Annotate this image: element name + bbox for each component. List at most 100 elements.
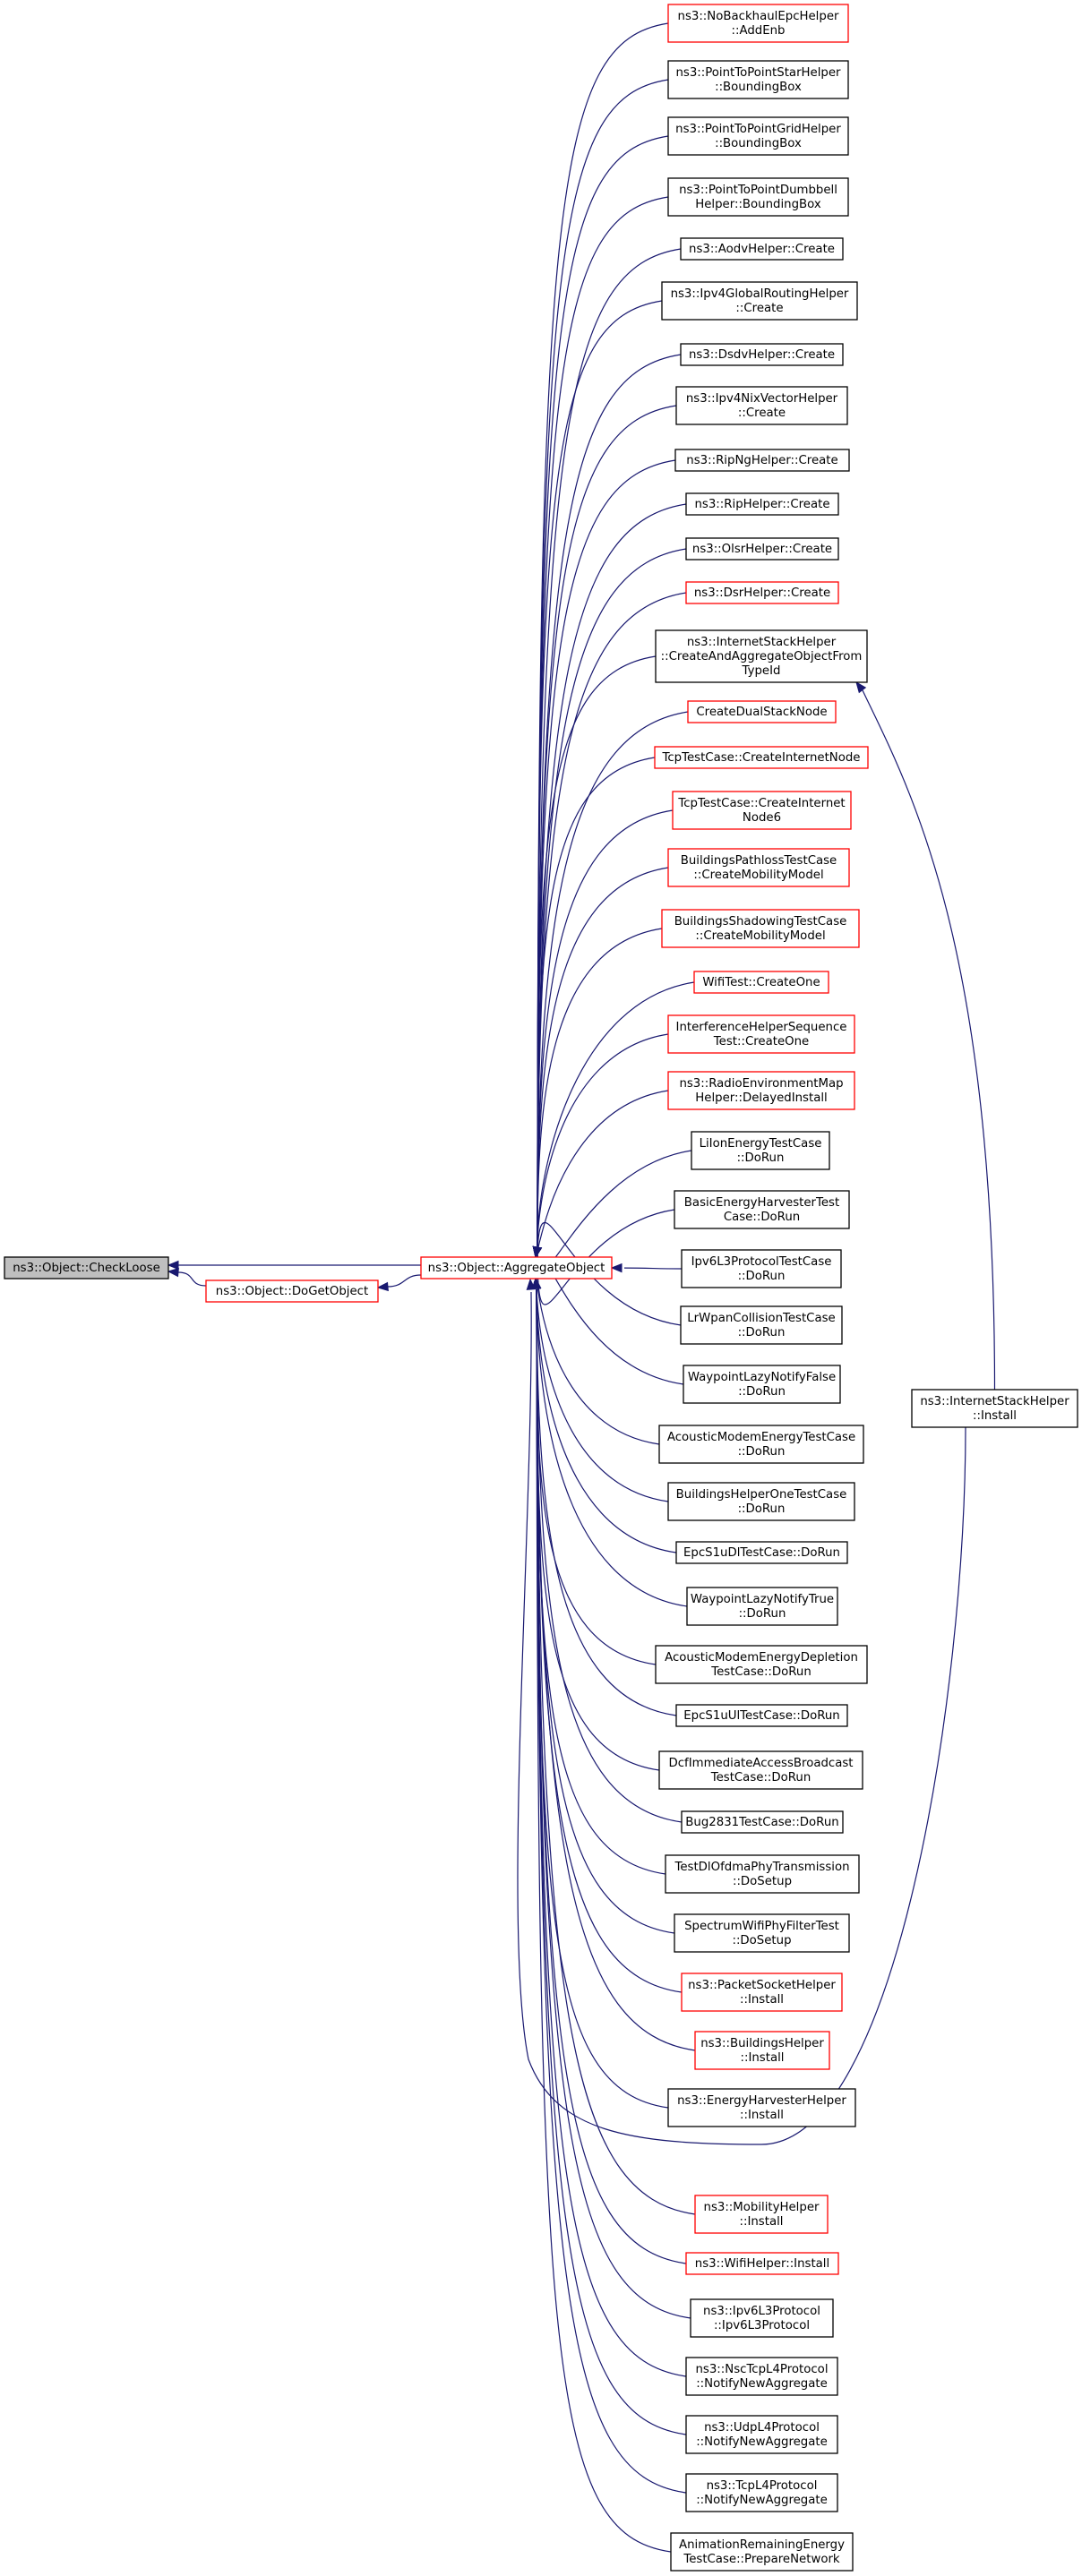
node-label-line: ::DoRun — [737, 1151, 785, 1165]
node-internetstack-createandaggregate[interactable]: ns3::InternetStackHelper::CreateAndAggre… — [655, 629, 868, 683]
node-label-line: ns3::TcpL4Protocol — [707, 2479, 818, 2493]
node-dsr-create[interactable]: ns3::DsrHelper::Create — [685, 581, 839, 604]
node-label-line: BuildingsPathlossTestCase — [681, 854, 837, 868]
node-acousticmodemenergydepletion-dorun[interactable]: AcousticModemEnergyDepletionTestCase::Do… — [655, 1645, 868, 1684]
node-checkloose[interactable]: ns3::Object::CheckLoose — [4, 1256, 169, 1279]
node-p2pdumbbell-boundingbox[interactable]: ns3::PointToPointDumbbellHelper::Boundin… — [667, 177, 849, 217]
edge-mobilityhelper-install-to-aggregateobject — [536, 1288, 696, 2215]
node-label-line: ns3::Ipv4GlobalRoutingHelper — [671, 287, 849, 301]
node-ripng-create[interactable]: ns3::RipNgHelper::Create — [674, 449, 850, 472]
node-box — [686, 1587, 838, 1626]
node-box — [675, 386, 848, 425]
nodes-layer: ns3::Object::CheckLoosens3::Object::DoGe… — [4, 4, 1078, 2572]
node-label-line: SpectrumWifiPhyFilterTest — [684, 1920, 839, 1933]
node-aggregateobject[interactable]: ns3::Object::AggregateObject — [420, 1256, 613, 1279]
node-dcfimmediateaccess-dorun[interactable]: DcfImmediateAccessBroadcastTestCase::DoR… — [658, 1750, 863, 1790]
edge-nobackhaul-addenb-to-aggregateobject — [537, 22, 669, 1247]
edge-ripng-create-to-aggregateobject — [537, 459, 676, 1247]
node-ipv6l3protocol-dorun[interactable]: Ipv6L3ProtocolTestCase::DoRun — [681, 1249, 842, 1288]
node-label-line: ::NotifyNewAggregate — [696, 2494, 828, 2507]
node-label-line: ns3::PointToPointGridHelper — [675, 123, 841, 136]
node-energyharvester-install[interactable]: ns3::EnergyHarvesterHelper::Install — [667, 2088, 856, 2127]
node-ipv4nixvector-create[interactable]: ns3::Ipv4NixVectorHelper::Create — [675, 386, 848, 425]
node-label-line: BuildingsShadowingTestCase — [674, 915, 847, 929]
node-label-line: WaypointLazyNotifyTrue — [691, 1593, 834, 1606]
node-interferencehelperseq-createone[interactable]: InterferenceHelperSequenceTest::CreateOn… — [667, 1014, 855, 1054]
edge-ipv6l3protocol-dorun-to-aggregateobject-arrowhead — [610, 1262, 623, 1273]
node-dogetobject[interactable]: ns3::Object::DoGetObject — [205, 1279, 379, 1303]
node-box — [693, 971, 829, 994]
node-label-line: AnimationRemainingEnergy — [679, 2538, 845, 2552]
node-box — [694, 2195, 829, 2234]
edge-aggregateobject-to-dogetobject — [387, 1274, 422, 1288]
node-p2pgrid-boundingbox[interactable]: ns3::PointToPointGridHelper::BoundingBox — [667, 116, 849, 156]
node-udpl4-notifynewaggregate[interactable]: ns3::UdpL4Protocol::NotifyNewAggregate — [685, 2415, 838, 2454]
node-ipv6l3protocol-ctor[interactable]: ns3::Ipv6L3Protocol::Ipv6L3Protocol — [690, 2298, 834, 2338]
node-createdualstacknode[interactable]: CreateDualStackNode — [687, 700, 837, 723]
node-waypointlazynotifytrue-dorun[interactable]: WaypointLazyNotifyTrue::DoRun — [686, 1587, 838, 1626]
node-label-line: LiIonEnergyTestCase — [700, 1137, 822, 1151]
node-rip-create[interactable]: ns3::RipHelper::Create — [685, 492, 839, 516]
node-epcs1uul-dorun[interactable]: EpcS1uUlTestCase::DoRun — [675, 1704, 848, 1727]
node-epcs1udl-dorun[interactable]: EpcS1uDlTestCase::DoRun — [675, 1541, 848, 1564]
node-box — [667, 60, 849, 99]
node-label-line: ::Create — [738, 407, 786, 420]
node-label-line: TcpTestCase::CreateInternet — [677, 797, 845, 810]
node-aodv-create[interactable]: ns3::AodvHelper::Create — [680, 237, 844, 261]
node-label-line: ns3::PacketSocketHelper — [688, 1979, 836, 1992]
node-acousticmodemenergy-dorun[interactable]: AcousticModemEnergyTestCase::DoRun — [658, 1425, 864, 1464]
node-label-line: ::BoundingBox — [715, 137, 802, 150]
edge-internetstackhelper-install-to-aggregateobject — [517, 1291, 966, 2145]
node-label-line: TestCase::DoRun — [710, 1771, 812, 1784]
node-label-line: ns3::DsdvHelper::Create — [689, 348, 835, 362]
node-label-line: ::DoSetup — [732, 1934, 791, 1947]
node-buildingshelper-install[interactable]: ns3::BuildingsHelper::Install — [694, 2031, 830, 2070]
node-box — [665, 1854, 860, 1894]
node-spectrumwifiphyfilter-dosetup[interactable]: SpectrumWifiPhyFilterTest::DoSetup — [674, 1913, 850, 1953]
node-label-line: ns3::InternetStackHelper — [687, 636, 837, 649]
node-tcpl4-notifynewaggregate[interactable]: ns3::TcpL4Protocol::NotifyNewAggregate — [685, 2473, 838, 2512]
node-nobackhaul-addenb[interactable]: ns3::NoBackhaulEpcHelper::AddEnb — [667, 4, 849, 43]
node-testdlofdmaphy-dosetup[interactable]: TestDlOfdmaPhyTransmission::DoSetup — [665, 1854, 860, 1894]
edge-rip-create-to-aggregateobject — [537, 503, 687, 1247]
node-label-line: ::Install — [973, 1409, 1017, 1423]
node-animationremainingenergy-preparenetwork[interactable]: AnimationRemainingEnergyTestCase::Prepar… — [670, 2532, 854, 2572]
node-box — [667, 177, 849, 217]
node-wifihelper-install[interactable]: ns3::WifiHelper::Install — [685, 2252, 839, 2275]
node-label-line: ::Ipv6L3Protocol — [714, 2319, 810, 2332]
edge-ipv6l3protocol-dorun-to-aggregateobject — [623, 1267, 683, 1270]
node-label-line: ns3::Object::CheckLoose — [13, 1262, 160, 1275]
node-radioenvmap-delayedinstall[interactable]: ns3::RadioEnvironmentMapHelper::DelayedI… — [667, 1071, 855, 1110]
node-buildingsshadowing-createmobilitymodel[interactable]: BuildingsShadowingTestCase::CreateMobili… — [661, 909, 860, 948]
node-mobilityhelper-install[interactable]: ns3::MobilityHelper::Install — [694, 2195, 829, 2234]
node-waypointlazynotifyfalse-dorun[interactable]: WaypointLazyNotifyFalse::DoRun — [683, 1365, 841, 1404]
node-label-line: LrWpanCollisionTestCase — [687, 1312, 835, 1325]
node-ipv4globalrouting-create[interactable]: ns3::Ipv4GlobalRoutingHelper::Create — [661, 281, 858, 321]
edge-p2pgrid-boundingbox-to-aggregateobject — [537, 135, 669, 1247]
node-wifitest-createone[interactable]: WifiTest::CreateOne — [693, 971, 829, 994]
node-liionenergy-dorun[interactable]: LiIonEnergyTestCase::DoRun — [691, 1131, 830, 1170]
edge-aggregateobject-to-dogetobject-arrowhead — [376, 1281, 389, 1292]
node-bug2831-dorun[interactable]: Bug2831TestCase::DoRun — [681, 1810, 844, 1834]
node-box — [685, 492, 839, 516]
node-label-line: ns3::Object::DoGetObject — [216, 1285, 368, 1298]
node-olsr-create[interactable]: ns3::OlsrHelper::Create — [685, 537, 839, 561]
node-box — [911, 1389, 1078, 1428]
node-buildingspathloss-createmobilitymodel[interactable]: BuildingsPathlossTestCase::CreateMobilit… — [667, 848, 850, 887]
node-box — [654, 746, 869, 769]
node-label-line: Case::DoRun — [724, 1211, 800, 1224]
node-packetsocket-install[interactable]: ns3::PacketSocketHelper::Install — [681, 1973, 843, 2012]
node-dsdv-create[interactable]: ns3::DsdvHelper::Create — [680, 343, 844, 366]
node-label-line: Bug2831TestCase::DoRun — [685, 1816, 838, 1829]
node-p2pstar-boundingbox[interactable]: ns3::PointToPointStarHelper::BoundingBox — [667, 60, 849, 99]
node-box — [667, 116, 849, 156]
node-buildingshelperone-dorun[interactable]: BuildingsHelperOneTestCase::DoRun — [667, 1482, 855, 1521]
node-lrwpancollision-dorun[interactable]: LrWpanCollisionTestCase::DoRun — [680, 1305, 843, 1345]
node-internetstackhelper-install[interactable]: ns3::InternetStackHelper::Install — [911, 1389, 1078, 1428]
node-box — [667, 848, 850, 887]
node-tcp-createinternetnode[interactable]: TcpTestCase::CreateInternetNode — [654, 746, 869, 769]
node-nsctcpl4-notifynewaggregate[interactable]: ns3::NscTcpL4Protocol::NotifyNewAggregat… — [685, 2357, 838, 2396]
node-box — [670, 2532, 854, 2572]
